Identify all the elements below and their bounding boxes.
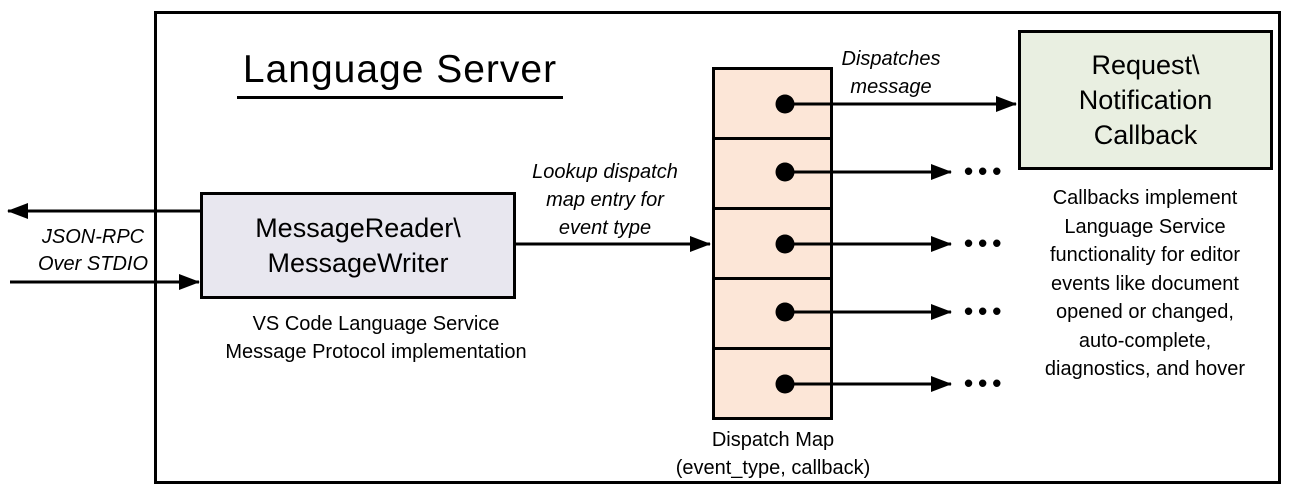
lookup-arrow-label-line: event type bbox=[558, 217, 652, 239]
stdio-transport-label-line: JSON-RPC bbox=[41, 226, 145, 248]
stdio-transport-label-line: Over STDIO bbox=[37, 253, 148, 275]
lookup-arrow-label: Lookup dispatch map entry for event type bbox=[512, 158, 698, 242]
reader-box-caption-line: Message Protocol implementation bbox=[225, 341, 527, 363]
dispatch-map-caption-line: (event_type, callback) bbox=[675, 457, 871, 479]
callbacks-note-line: functionality for editor bbox=[1049, 244, 1241, 266]
callbacks-note: Callbacks implement Language Service fun… bbox=[1000, 184, 1290, 384]
diagram-title: Language Server bbox=[185, 48, 615, 99]
callbacks-note-line: Callbacks implement bbox=[1052, 187, 1238, 209]
dispatch-map bbox=[712, 67, 833, 420]
dispatch-map-cell bbox=[712, 137, 833, 210]
lookup-arrow-label-line: map entry for bbox=[546, 189, 664, 211]
dispatch-map-caption: Dispatch Map (event_type, callback) bbox=[642, 426, 904, 482]
dispatch-map-caption-line: Dispatch Map bbox=[711, 429, 835, 451]
dispatches-arrow-label: Dispatches message bbox=[815, 45, 967, 101]
ellipsis-icon: ••• bbox=[964, 296, 1007, 326]
dispatches-arrow-label-line: Dispatches bbox=[841, 48, 941, 70]
dispatch-map-cell bbox=[712, 207, 833, 280]
request-notification-callback-box: Request\ Notification Callback bbox=[1018, 30, 1273, 170]
diagram-title-text: Language Server bbox=[236, 48, 564, 99]
callback-box-label-line: Request\ bbox=[1091, 49, 1200, 80]
callback-box-label-line: Notification bbox=[1078, 84, 1213, 115]
ellipsis-icon: ••• bbox=[964, 156, 1007, 186]
message-reader-writer-label-line: MessageReader\ bbox=[255, 212, 461, 243]
callbacks-note-line: diagnostics, and hover bbox=[1044, 358, 1246, 380]
callbacks-note-line: events like document bbox=[1051, 272, 1239, 295]
stdio-transport-label: JSON-RPC Over STDIO bbox=[18, 224, 168, 278]
dispatches-arrow-label-line: message bbox=[850, 76, 932, 98]
reader-box-caption-line: VS Code Language Service bbox=[252, 313, 500, 335]
callbacks-note-line: opened or changed, bbox=[1056, 301, 1234, 323]
dispatch-map-cell bbox=[712, 277, 833, 350]
callbacks-note-line: Language Service bbox=[1064, 215, 1226, 238]
reader-box-caption: VS Code Language Service Message Protoco… bbox=[210, 310, 542, 366]
ellipsis-icon: ••• bbox=[964, 228, 1007, 258]
ellipsis-icon: ••• bbox=[964, 368, 1007, 398]
lookup-arrow-label-line: Lookup dispatch bbox=[532, 161, 678, 183]
callbacks-note-line: auto-complete, bbox=[1078, 329, 1212, 352]
message-reader-writer-box: MessageReader\ MessageWriter bbox=[200, 192, 516, 299]
dispatch-map-cell bbox=[712, 347, 833, 420]
language-server-boundary-box bbox=[154, 11, 1281, 484]
message-reader-writer-label-line: MessageWriter bbox=[267, 247, 449, 278]
callback-box-label-line: Callback bbox=[1093, 119, 1198, 150]
